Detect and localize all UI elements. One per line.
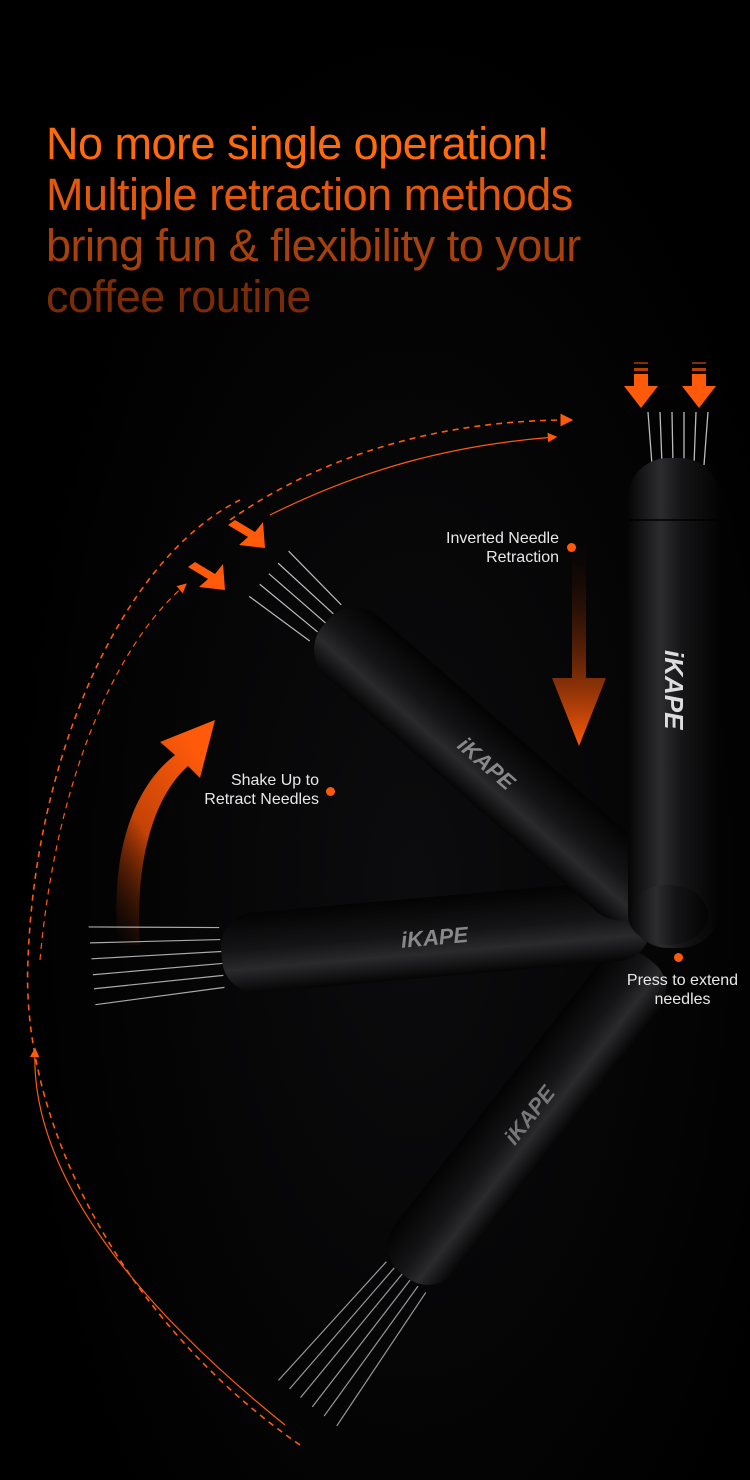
- dashed-arc-outer: [26, 499, 301, 1446]
- callout-inverted-needle: Inverted Needle Retraction: [380, 529, 559, 567]
- arrow-down-right-icon: [188, 520, 265, 590]
- headline: No more single operation! Multiple retra…: [46, 118, 746, 322]
- callout-shake-up: Shake Up to Retract Needles: [140, 771, 319, 809]
- curved-arrow-icon: [116, 720, 215, 945]
- callout-line: Inverted Needle: [446, 530, 559, 547]
- callout-press-extend: Press to extend needles: [610, 971, 750, 1009]
- pen-horizontal: iKAPE: [88, 880, 651, 1006]
- callout-dot: [674, 953, 683, 962]
- headline-line-2: Multiple retraction methods: [46, 169, 573, 220]
- callout-line: Press to extend: [626, 972, 739, 989]
- pen-down-left: iKAPE: [277, 950, 667, 1427]
- headline-line-1: No more single operation!: [46, 118, 549, 169]
- arrow-down-icon: [624, 362, 716, 408]
- dashed-arc-inner: [29, 1047, 286, 1426]
- callout-line: needles: [654, 991, 711, 1008]
- callout-line: Retract Needles: [204, 791, 319, 808]
- callout-dot: [567, 543, 576, 552]
- pen-vertical: iKAPE: [628, 411, 720, 948]
- headline-line-3: bring fun & flexibility to your: [46, 220, 581, 271]
- brand-logo: iKAPE: [400, 922, 470, 953]
- callout-line: Shake Up to: [230, 772, 319, 789]
- pen-diagonal: iKAPE: [248, 550, 662, 921]
- callout-line: Retraction: [486, 549, 559, 566]
- headline-line-4: coffee routine: [46, 271, 311, 322]
- brand-logo: iKAPE: [659, 650, 689, 730]
- down-arrow-icon: [552, 540, 606, 746]
- dashed-arc-top: [229, 413, 574, 521]
- callout-dot: [326, 787, 335, 796]
